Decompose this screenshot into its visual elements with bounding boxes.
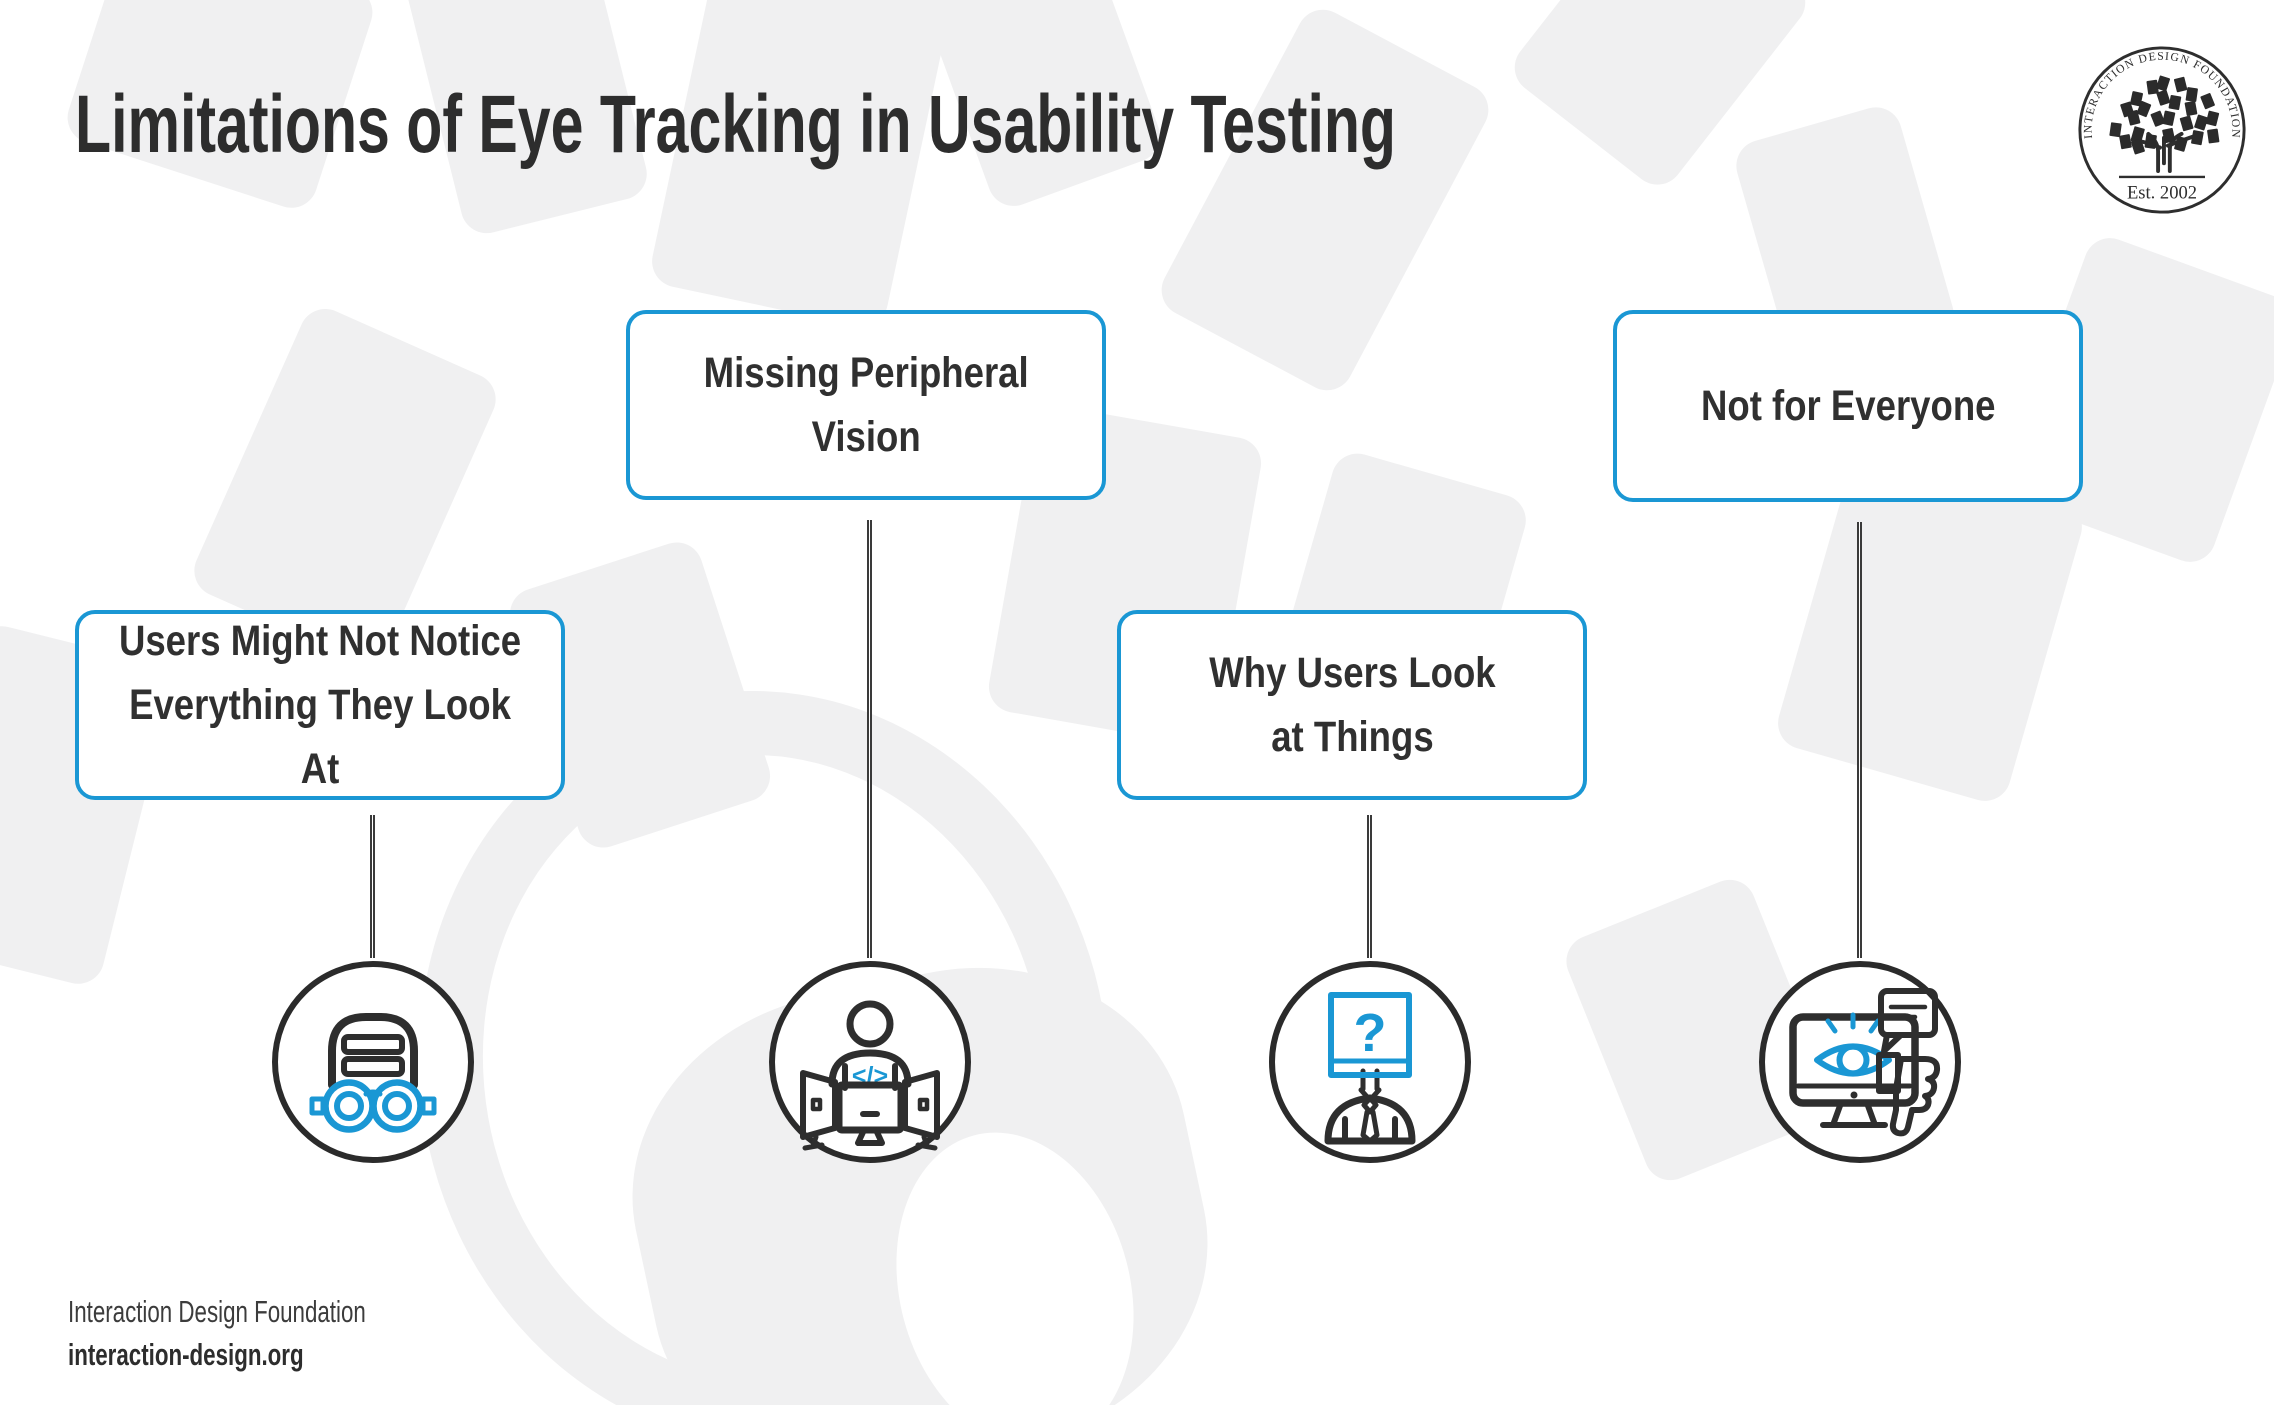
footer-website: interaction-design.org — [68, 1337, 304, 1372]
logo-outer-ring — [2078, 46, 2246, 214]
person-shoulders — [828, 1049, 912, 1088]
speech-bubble-tail — [1881, 1032, 1904, 1054]
suit-lapel-lines — [1342, 1116, 1398, 1144]
eye-lashes — [1825, 1012, 1881, 1034]
person-head — [846, 1000, 894, 1048]
right-lens — [370, 1079, 424, 1133]
left-lens — [322, 1079, 376, 1133]
tie-tail — [1360, 1109, 1380, 1144]
thumbs-down-cuff — [1876, 1052, 1901, 1094]
left-temple-tab — [309, 1096, 326, 1116]
right-monitor-dot — [917, 1097, 930, 1112]
question-glyph: ? — [1354, 1003, 1387, 1063]
logo-tree-leaves — [2109, 75, 2220, 155]
card-not-for-everyone: Not for Everyone — [1613, 310, 2083, 502]
page-title: Limitations of Eye Tracking in Usability… — [75, 79, 1396, 170]
right-lens-inner — [382, 1091, 412, 1121]
monitor-eye-thumbs-down-icon — [1759, 961, 1961, 1163]
speech-bubble-lines — [1888, 1004, 1928, 1020]
logo-established-text: Est. 2002 — [2127, 182, 2197, 203]
connector-line-2 — [867, 520, 872, 958]
card-why-users-look-at-things: Why Users Look at Things — [1117, 610, 1587, 800]
left-monitor-stand — [802, 1134, 825, 1151]
card-label: Why Users Look at Things — [1208, 649, 1496, 761]
speech-bubble — [1878, 988, 1938, 1038]
headset-bar-bottom — [341, 1056, 405, 1077]
footer: Interaction Design Foundation interactio… — [68, 1292, 482, 1375]
monitor-stand — [1820, 1100, 1888, 1128]
lens-bridge — [363, 1089, 383, 1097]
card-label: Users Might Not Notice Everything They L… — [118, 617, 522, 793]
left-lens-inner — [334, 1091, 364, 1121]
suit-body — [1324, 1094, 1416, 1145]
left-monitor-dot — [810, 1097, 823, 1112]
center-monitor-stand — [855, 1127, 885, 1146]
right-monitor — [902, 1070, 940, 1140]
question-head-businessman-icon: ? — [1269, 961, 1471, 1163]
eye-iris — [1836, 1043, 1870, 1077]
thumbs-down-hand — [1889, 1056, 1941, 1137]
watermark-shape — [1152, 0, 1498, 400]
footer-org-name: Interaction Design Foundation — [68, 1294, 366, 1329]
card-label: Missing Peripheral Vision — [703, 349, 1029, 461]
card-label: Not for Everyone — [1700, 382, 1996, 430]
headset-arch — [328, 1013, 418, 1089]
center-monitor — [835, 1081, 905, 1134]
card-users-might-not-notice: Users Might Not Notice Everything They L… — [75, 610, 565, 800]
headset-bar-top — [341, 1034, 405, 1055]
left-monitor — [800, 1070, 838, 1140]
coder-three-monitors-icon: </> — [769, 961, 971, 1163]
eye-tracking-glasses-icon — [272, 961, 474, 1163]
idf-logo: INTERACTION DESIGN FOUNDATION — [2078, 46, 2246, 214]
card-missing-peripheral-vision: Missing Peripheral Vision — [626, 310, 1106, 500]
monitor-power-dot — [1850, 1091, 1858, 1099]
right-temple-tab — [420, 1096, 437, 1116]
right-monitor-stand — [915, 1134, 938, 1151]
connector-line-1 — [370, 815, 375, 958]
question-sign — [1328, 992, 1412, 1078]
connector-line-3 — [1367, 815, 1372, 958]
eye-outline — [1814, 1043, 1892, 1077]
connector-line-4 — [1857, 522, 1862, 958]
tie-knot — [1361, 1095, 1379, 1115]
